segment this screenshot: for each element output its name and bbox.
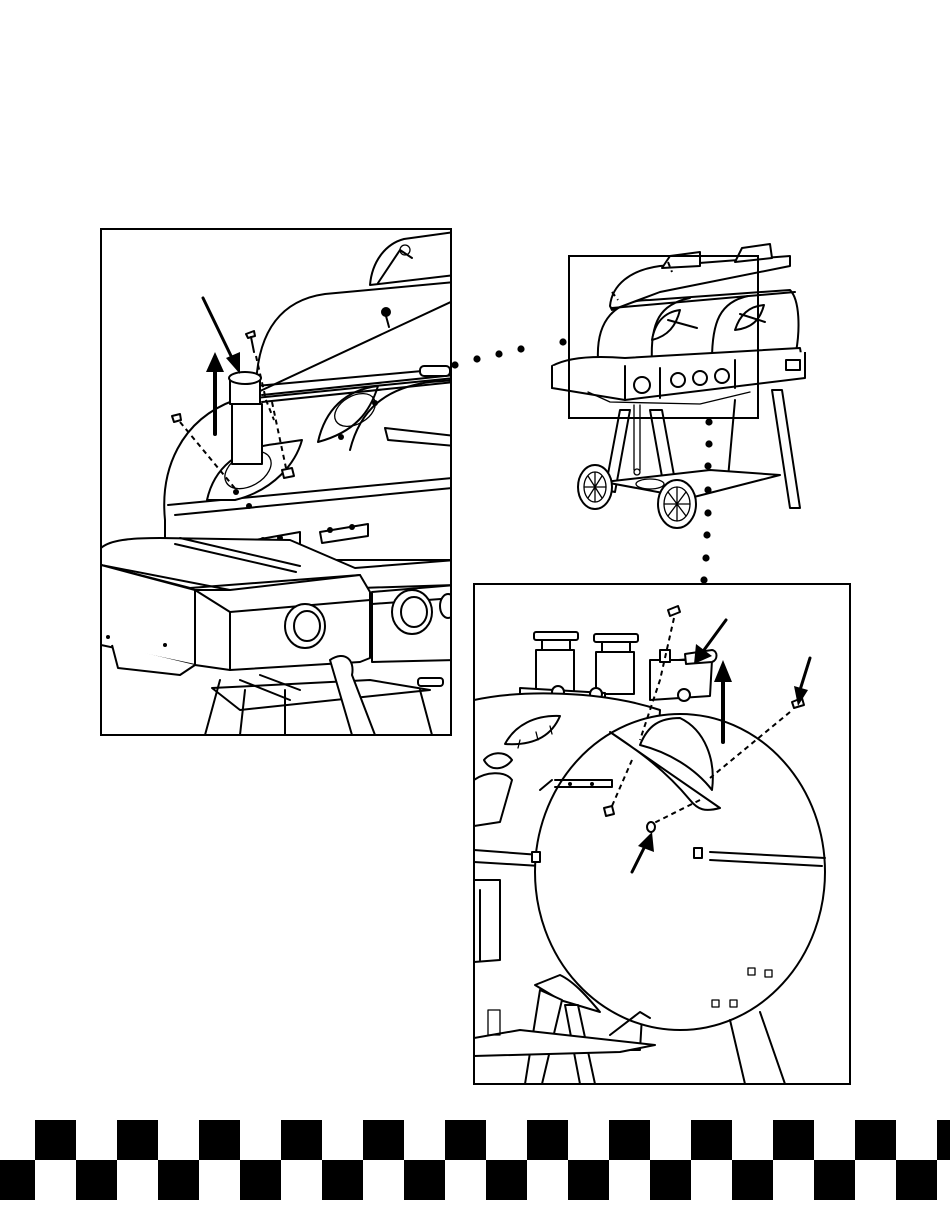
checker-square xyxy=(404,1160,445,1200)
smokestack-cap-icon xyxy=(534,632,578,692)
checker-square xyxy=(937,1120,950,1160)
nut-icon xyxy=(282,468,294,478)
checker-square xyxy=(363,1120,404,1160)
leader-dot xyxy=(704,486,711,493)
checker-square xyxy=(527,1120,568,1160)
screw-icon xyxy=(172,414,181,422)
leader-dot xyxy=(559,338,566,345)
smokestack-cap-icon xyxy=(594,634,638,694)
nut-icon xyxy=(647,822,655,832)
leader-dot xyxy=(705,440,712,447)
checker-square xyxy=(609,1120,650,1160)
checker-square xyxy=(240,1160,281,1200)
checker-square xyxy=(486,1160,527,1200)
leader-dot xyxy=(704,462,711,469)
leader-dot xyxy=(703,531,710,538)
leader-dot xyxy=(704,509,711,516)
checker-square xyxy=(199,1120,240,1160)
screw-icon xyxy=(246,331,255,352)
checker-square xyxy=(732,1160,773,1200)
leader-dot xyxy=(495,350,502,357)
leader-dot xyxy=(517,345,524,352)
leader-dot xyxy=(705,418,712,425)
leader-dot xyxy=(473,355,480,362)
checker-square xyxy=(76,1160,117,1200)
grill-barrel xyxy=(164,378,455,560)
checker-square xyxy=(158,1160,199,1200)
checker-square xyxy=(814,1160,855,1200)
nut-icon xyxy=(604,806,614,816)
checker-square xyxy=(281,1120,322,1160)
wheel-icon xyxy=(578,465,612,509)
checker-square xyxy=(896,1160,937,1200)
detail-panel-right xyxy=(474,584,850,1084)
screw-icon xyxy=(668,606,680,616)
checkerboard-border xyxy=(0,1120,950,1200)
checker-square xyxy=(855,1120,896,1160)
checker-square xyxy=(568,1160,609,1200)
checker-square xyxy=(445,1120,486,1160)
leader-dot xyxy=(702,554,709,561)
checker-square xyxy=(691,1120,732,1160)
leader-dot xyxy=(451,361,458,368)
leg-right xyxy=(330,656,375,735)
pointer-arrow-icon xyxy=(203,298,240,374)
pointer-arrow-icon xyxy=(794,658,810,706)
checker-square xyxy=(35,1120,76,1160)
wheel-icon xyxy=(658,480,696,528)
checker-square xyxy=(773,1120,814,1160)
overview-cart xyxy=(552,244,805,528)
checker-square xyxy=(0,1160,35,1200)
checker-square xyxy=(117,1120,158,1160)
leader-dot xyxy=(700,576,707,583)
detail-panel-left xyxy=(101,229,456,735)
checker-square xyxy=(322,1160,363,1200)
checker-square xyxy=(650,1160,691,1200)
